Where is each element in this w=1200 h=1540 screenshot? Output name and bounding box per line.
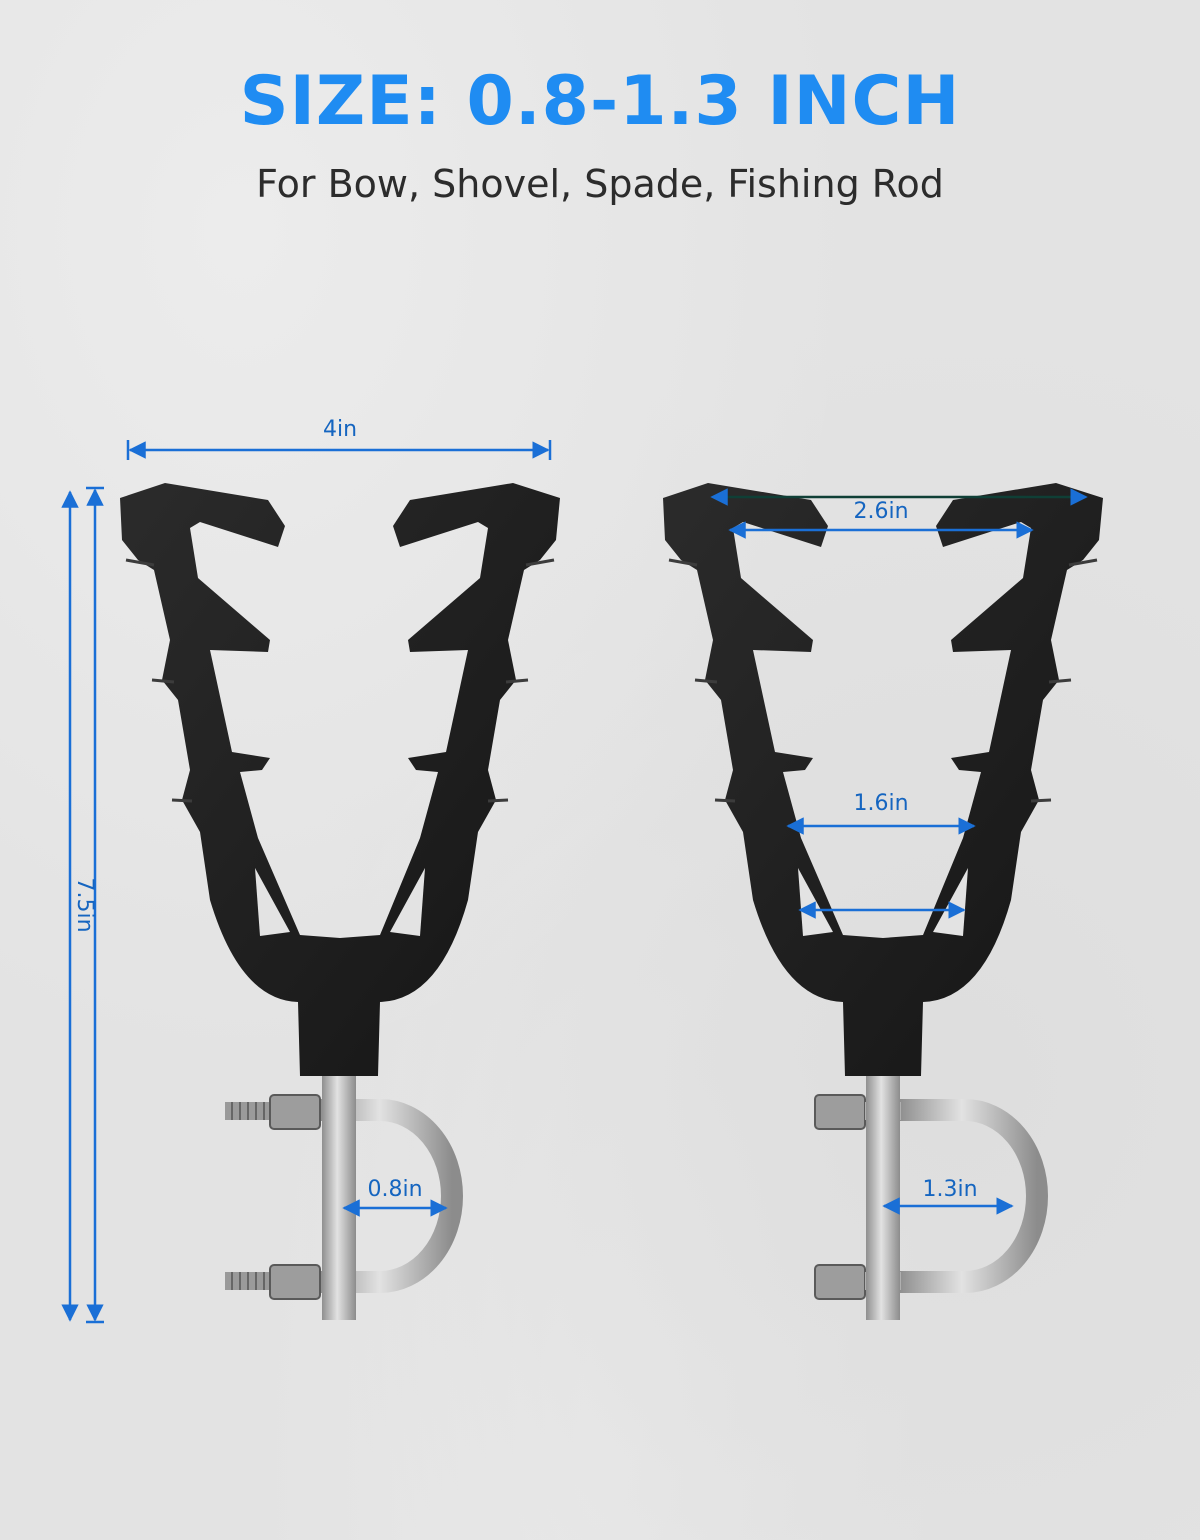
- top-opening-label: 2.6in: [853, 499, 908, 524]
- right-rubber-yoke: [663, 483, 1103, 1076]
- right-holder: [663, 483, 1103, 1320]
- left-yoke-hole: [255, 868, 290, 936]
- left-u-bolt: [225, 1094, 463, 1300]
- left-holder: [120, 483, 560, 1320]
- ubolt-small-label: 0.8in: [367, 1177, 422, 1202]
- left-rubber-yoke: [120, 483, 560, 1076]
- mid-opening-label: 1.6in: [853, 791, 908, 816]
- page-title: SIZE: 0.8-1.3 INCH: [239, 62, 961, 141]
- height-label: 7.5in: [72, 877, 97, 932]
- page-subtitle: For Bow, Shovel, Spade, Fishing Rod: [256, 162, 944, 206]
- width-label: 4in: [323, 417, 357, 442]
- right-yoke-hole: [390, 868, 425, 936]
- left-steel-post: [322, 1076, 356, 1320]
- right-steel-post: [866, 1076, 900, 1320]
- ubolt-large-label: 1.3in: [922, 1177, 977, 1202]
